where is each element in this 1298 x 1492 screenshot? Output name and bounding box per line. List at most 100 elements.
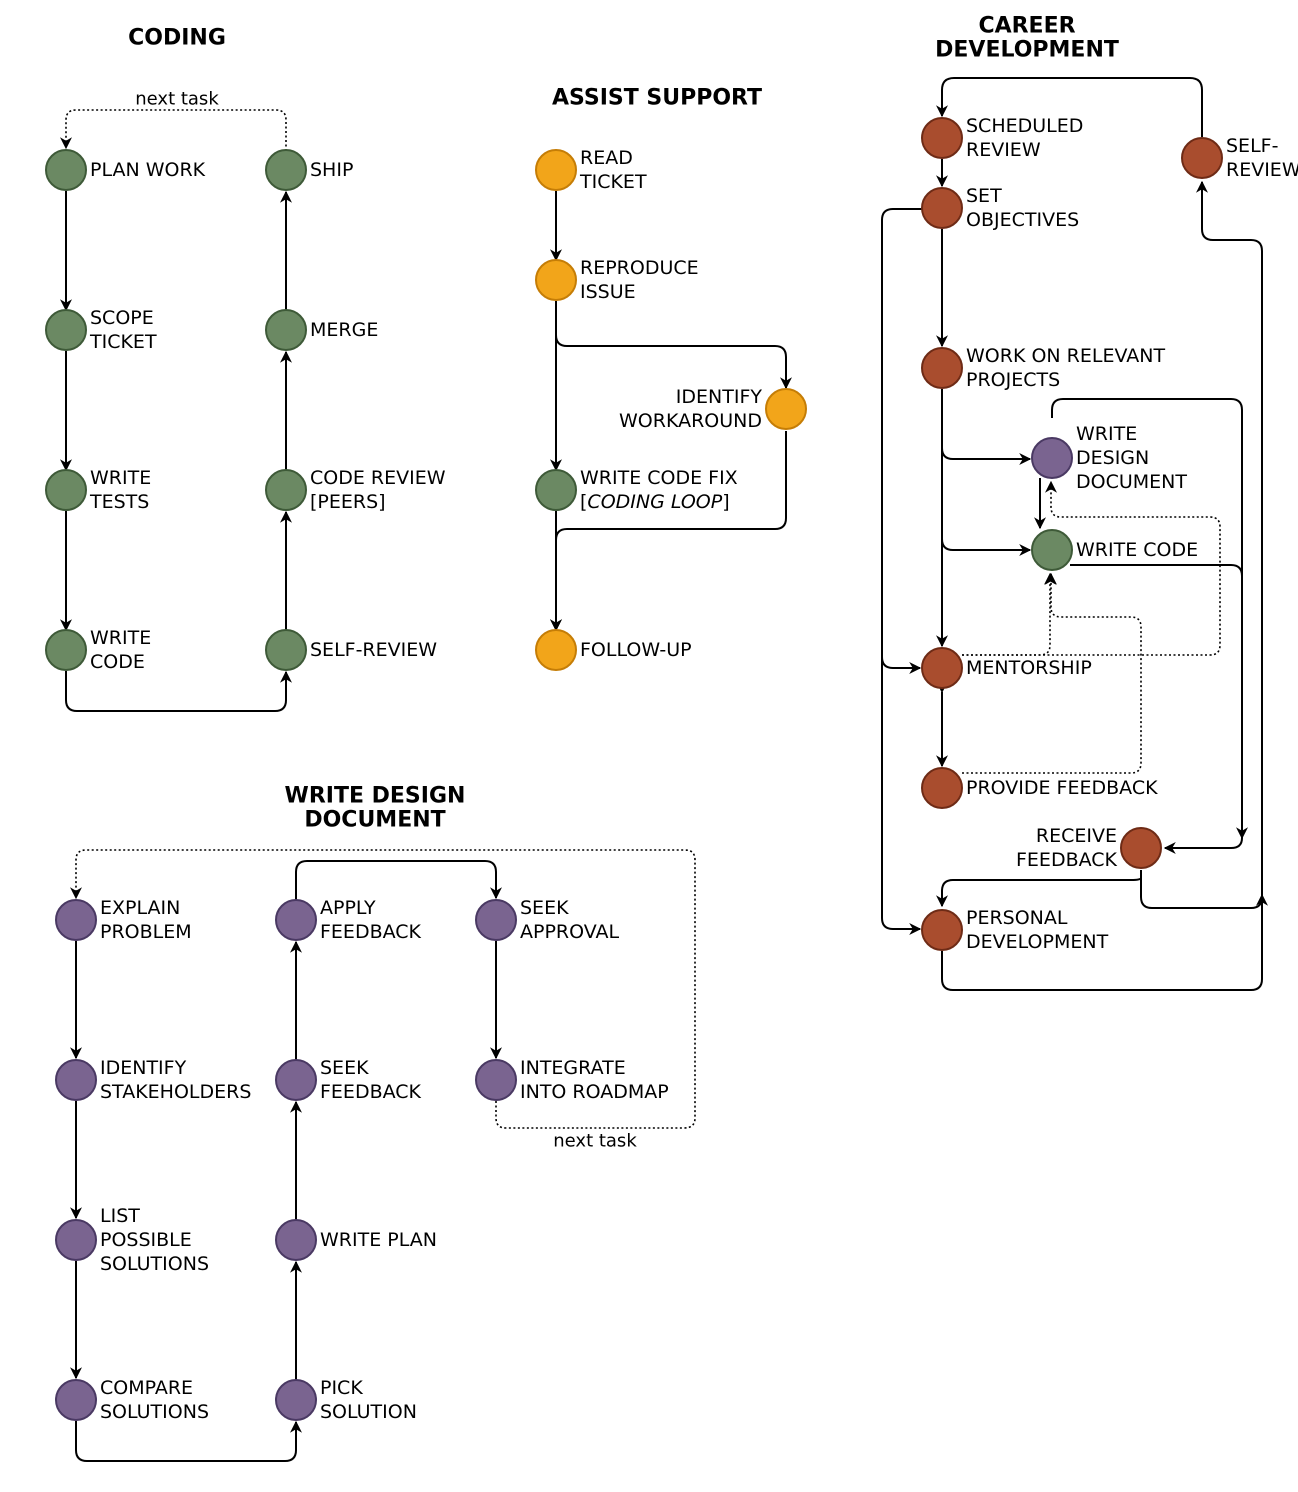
coding-scope-ticket-label-line-2: TICKET bbox=[89, 331, 157, 353]
coding-ship-label: SHIP bbox=[310, 159, 353, 181]
support-title: ASSIST SUPPORT bbox=[552, 86, 762, 111]
design-list-possible-solutions-label-line-1: LIST bbox=[100, 1205, 140, 1227]
career-provide-feedback-label: PROVIDE FEEDBACK bbox=[966, 777, 1158, 799]
coding-edge-next-task bbox=[60, 109, 287, 151]
career-scheduled-review-node bbox=[921, 117, 963, 159]
design-next-task-label: next task bbox=[553, 1131, 637, 1152]
design-write-plan-node bbox=[275, 1219, 317, 1261]
career-personal-development-label-line-2: DEVELOPMENT bbox=[966, 931, 1109, 953]
design-integrate-into-roadmap-node bbox=[475, 1059, 517, 1101]
design-pick-solution-node bbox=[275, 1379, 317, 1421]
career-receive-feedback-label-line-2: FEEDBACK bbox=[1016, 849, 1118, 871]
coding-merge-node bbox=[265, 309, 307, 351]
support-reproduce-issue-label-line-1: REPRODUCE bbox=[580, 257, 699, 279]
coding-code-review-label-line-1: CODE REVIEW bbox=[310, 467, 446, 489]
career-set-objectives-label-line-2: OBJECTIVES bbox=[966, 209, 1079, 231]
coding-next-task-label: next task bbox=[135, 89, 219, 110]
support-write-code-fix-label-line-1: WRITE CODE FIX bbox=[580, 467, 738, 489]
coding-scope-ticket-node bbox=[45, 309, 87, 351]
career-provide-feedback-node bbox=[921, 767, 963, 809]
design-list-possible-solutions-label-line-2: POSSIBLE bbox=[100, 1229, 192, 1251]
support-identify-workaround-node bbox=[765, 388, 807, 430]
design-seek-approval-label-line-2: APPROVAL bbox=[520, 921, 620, 943]
career-scheduled-review-label-line-1: SCHEDULED bbox=[966, 115, 1083, 137]
design-compare-solutions-node bbox=[55, 1379, 97, 1421]
design-pick-solution-label-line-2: SOLUTION bbox=[320, 1401, 417, 1423]
design-seek-feedback-label-line-2: FEEDBACK bbox=[320, 1081, 422, 1103]
career-receive-feedback-node bbox=[1120, 827, 1162, 869]
design-list-possible-solutions-label-line-3: SOLUTIONS bbox=[100, 1253, 209, 1275]
career-mentorship-label: MENTORSHIP bbox=[966, 657, 1092, 679]
career-set-objectives-node bbox=[921, 187, 963, 229]
career-work-on-projects-node bbox=[921, 347, 963, 389]
career-edge-objectives-to-mentorship bbox=[881, 208, 922, 674]
design-pick-solution-label-line-1: PICK bbox=[320, 1377, 363, 1399]
career-edge-selfreview-to-scheduled bbox=[936, 77, 1203, 137]
support-read-ticket-label-line-1: READ bbox=[580, 147, 633, 169]
career-mentorship-node bbox=[921, 647, 963, 689]
coding-edge-code-to-selfreview bbox=[65, 670, 292, 712]
career-edge-receive-to-selfreview bbox=[1140, 180, 1263, 909]
design-list-possible-solutions-node bbox=[55, 1219, 97, 1261]
design-explain-problem-label-line-2: PROBLEM bbox=[100, 921, 192, 943]
coding-write-code-label-line-1: WRITE bbox=[90, 627, 151, 649]
design-identify-stakeholders-label-line-1: IDENTIFY bbox=[100, 1057, 187, 1079]
design-compare-solutions-label-line-1: COMPARE bbox=[100, 1377, 193, 1399]
career-self-review-label-line-1: SELF- bbox=[1226, 135, 1278, 157]
design-compare-solutions-label-line-2: SOLUTIONS bbox=[100, 1401, 209, 1423]
career-edge-projects-to-design bbox=[941, 389, 1032, 465]
support-identify-workaround-label-line-2: WORKAROUND bbox=[619, 410, 762, 432]
coding-write-tests-node bbox=[45, 469, 87, 511]
coding-write-tests-label-line-2: TESTS bbox=[89, 491, 149, 513]
design-identify-stakeholders-node bbox=[55, 1059, 97, 1101]
career-write-design-document-label-line-2: DESIGN bbox=[1076, 447, 1149, 469]
career-work-on-projects-label-line-1: WORK ON RELEVANT bbox=[966, 345, 1165, 367]
edges-layer bbox=[60, 77, 1268, 1462]
nodes-layer bbox=[45, 117, 1223, 1421]
design-edge-compare-to-pick bbox=[75, 1420, 302, 1462]
coding-self-review-label: SELF-REVIEW bbox=[310, 639, 437, 661]
support-read-ticket-label-line-2: TICKET bbox=[579, 171, 647, 193]
support-follow-up-node bbox=[535, 629, 577, 671]
design-title-line-1: WRITE DESIGN bbox=[285, 784, 466, 809]
career-write-design-document-label-line-1: WRITE bbox=[1076, 423, 1137, 445]
support-reproduce-issue-label-line-2: ISSUE bbox=[580, 281, 636, 303]
design-title-line-2: DOCUMENT bbox=[304, 808, 445, 833]
career-edge-personal-to-selfreview-path bbox=[941, 893, 1268, 991]
career-edge-mentorship-to-code bbox=[962, 572, 1056, 656]
design-seek-approval-node bbox=[475, 899, 517, 941]
design-edge-next-task bbox=[70, 849, 696, 1129]
coding-plan-work-node bbox=[45, 149, 87, 191]
career-self-review-label-line-2: REVIEW bbox=[1226, 159, 1298, 181]
career-set-objectives-label-line-1: SET bbox=[966, 185, 1002, 207]
coding-title: CODING bbox=[128, 26, 226, 51]
coding-ship-node bbox=[265, 149, 307, 191]
coding-plan-work-label: PLAN WORK bbox=[90, 159, 206, 181]
coding-merge-label: MERGE bbox=[310, 319, 378, 341]
design-apply-feedback-label-line-2: FEEDBACK bbox=[320, 921, 422, 943]
career-title-line-2: DEVELOPMENT bbox=[935, 38, 1119, 63]
design-write-plan-label: WRITE PLAN bbox=[320, 1229, 437, 1251]
support-identify-workaround-label-line-1: IDENTIFY bbox=[676, 386, 763, 408]
design-integrate-into-roadmap-label-line-2: INTO ROADMAP bbox=[520, 1081, 669, 1103]
design-seek-feedback-label-line-1: SEEK bbox=[320, 1057, 369, 1079]
support-edge-workaround-to-followup bbox=[550, 431, 787, 632]
career-write-design-document-node bbox=[1031, 437, 1073, 479]
design-apply-feedback-label-line-1: APPLY bbox=[320, 897, 376, 919]
career-write-code-node bbox=[1031, 529, 1073, 571]
support-follow-up-label: FOLLOW-UP bbox=[580, 639, 692, 661]
coding-self-review-node bbox=[265, 629, 307, 671]
career-title-line-1: CAREER bbox=[978, 14, 1075, 39]
coding-code-review-node bbox=[265, 469, 307, 511]
career-personal-development-node bbox=[921, 909, 963, 951]
career-write-design-document-label-line-3: DOCUMENT bbox=[1076, 471, 1187, 493]
career-edge-projects-to-code bbox=[941, 430, 1032, 556]
design-apply-feedback-node bbox=[275, 899, 317, 941]
design-integrate-into-roadmap-label-line-1: INTEGRATE bbox=[520, 1057, 626, 1079]
support-write-code-fix-label-line-2: [CODING LOOP] bbox=[580, 491, 730, 513]
career-edge-code-to-receive bbox=[1070, 564, 1248, 840]
design-explain-problem-node bbox=[55, 899, 97, 941]
career-receive-feedback-label-line-1: RECEIVE bbox=[1036, 825, 1117, 847]
